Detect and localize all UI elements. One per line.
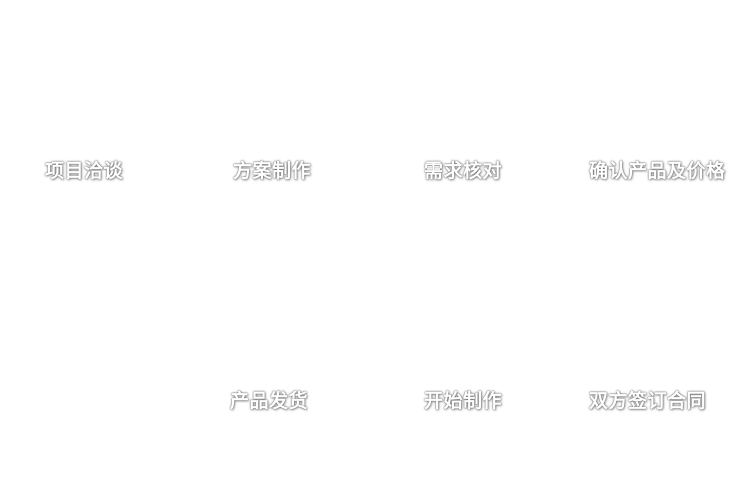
flow-step-confirm-product-price: 确认产品及价格 [589, 161, 726, 182]
flow-step-project-negotiation: 项目洽谈 [45, 161, 124, 182]
flow-step-product-shipping: 产品发货 [230, 391, 309, 412]
flow-step-solution-design: 方案制作 [233, 161, 312, 182]
flow-step-requirement-check: 需求核对 [424, 161, 503, 182]
flow-step-start-production: 开始制作 [424, 391, 503, 412]
flow-step-sign-contract: 双方签订合同 [589, 391, 707, 412]
